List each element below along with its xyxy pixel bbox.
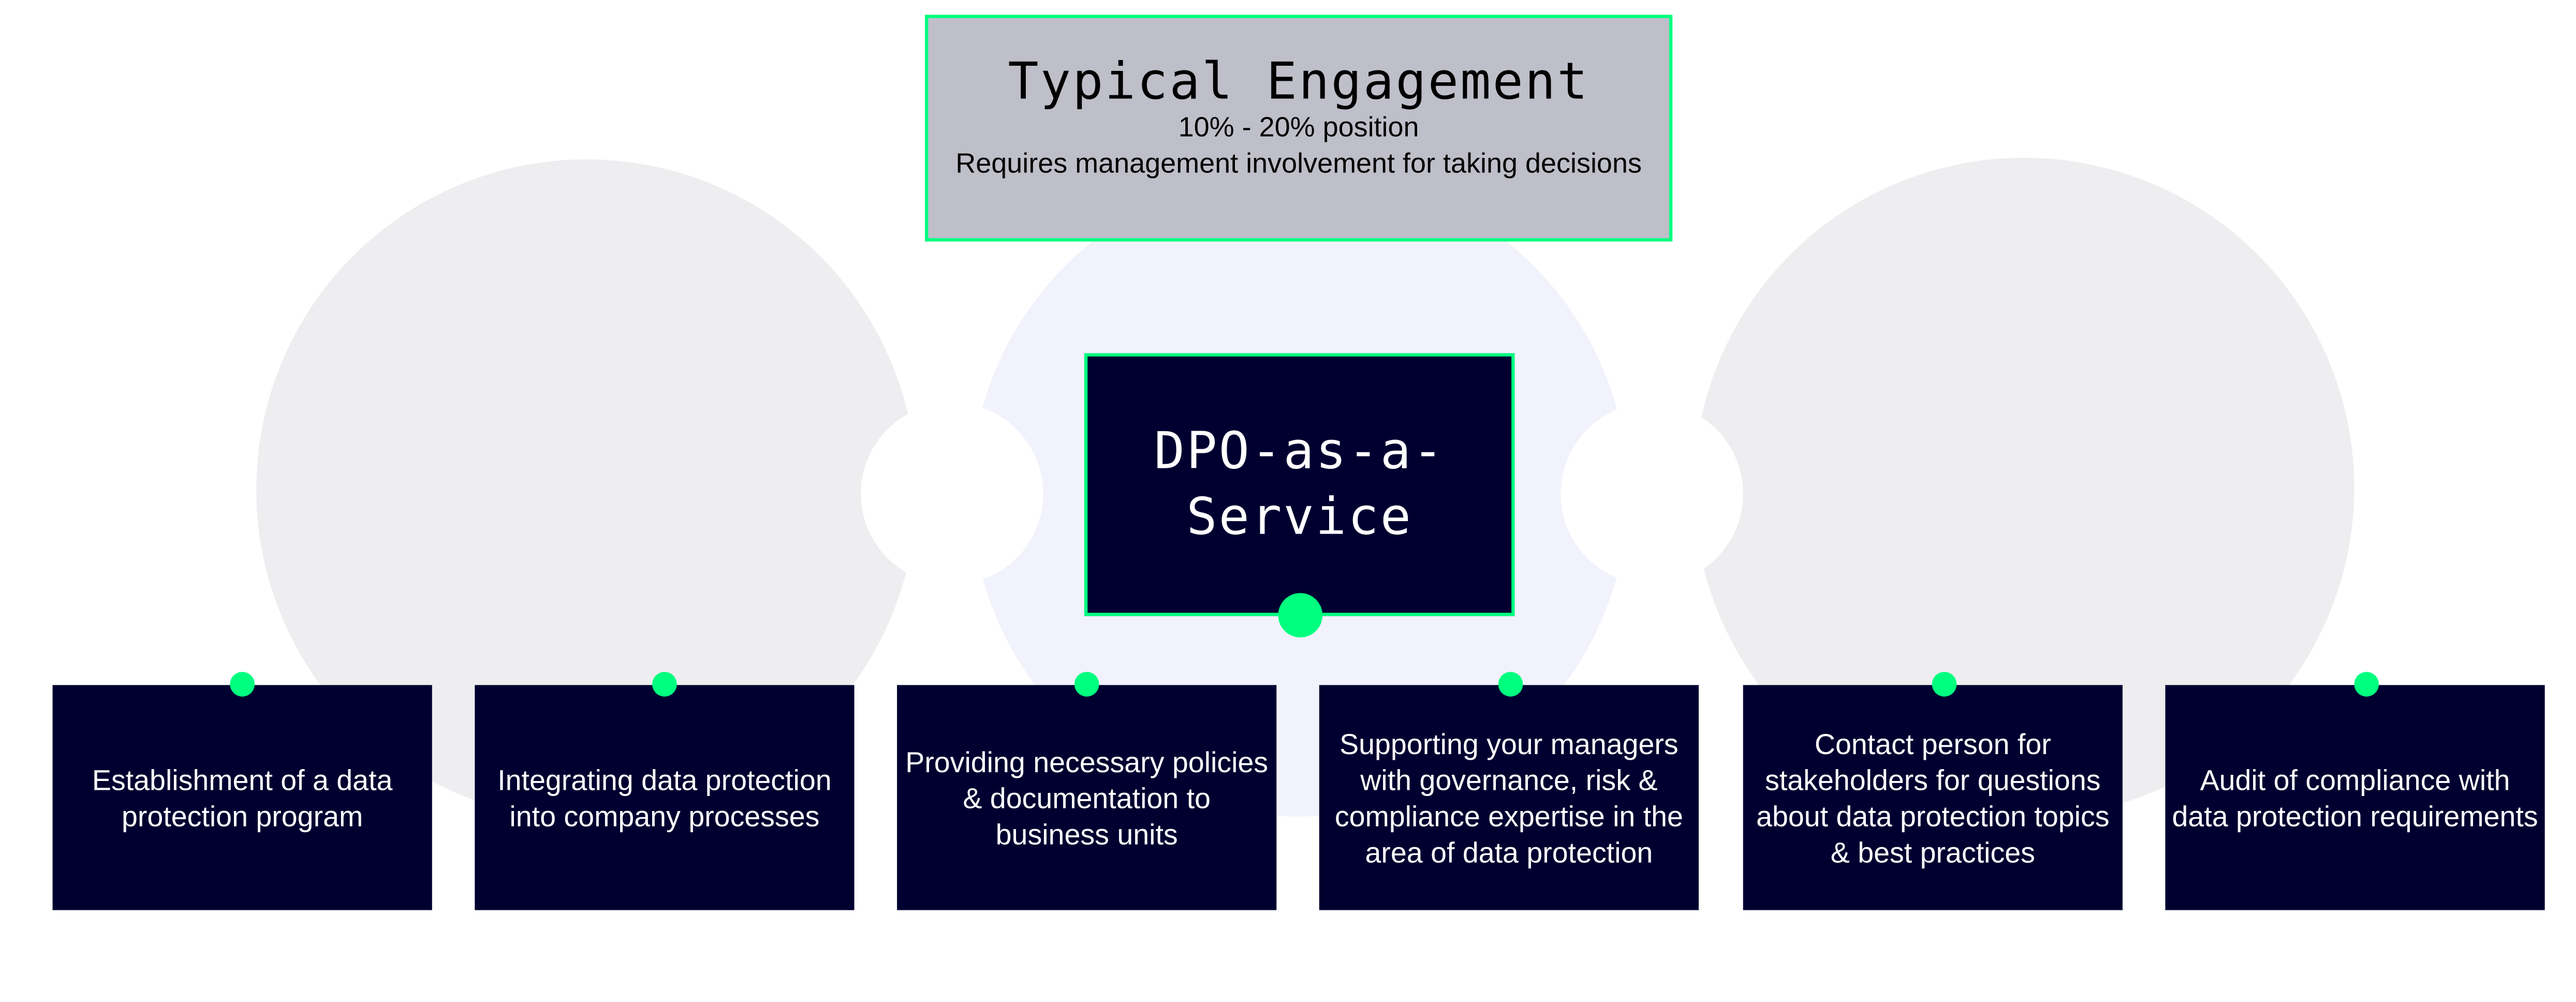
- connector-cutout-left: [861, 402, 1043, 585]
- card-connector-dot: [1074, 672, 1099, 697]
- service-card: Contact person for stakeholders for ques…: [1743, 685, 2123, 910]
- service-card-text: Contact person for stakeholders for ques…: [1756, 727, 2110, 868]
- service-card-text: Supporting your managers with governance…: [1334, 727, 1683, 868]
- dpo-service-box: DPO-as-a-Service: [1084, 353, 1515, 616]
- typical-engagement-box: Typical Engagement 10% - 20% position Re…: [925, 14, 1673, 242]
- service-card: Integrating data protection into company…: [475, 685, 855, 910]
- card-connector-dot: [2354, 672, 2379, 697]
- dpo-service-title: DPO-as-a-Service: [1154, 422, 1445, 547]
- service-card-text: Audit of compliance with data protection…: [2172, 763, 2538, 832]
- connector-cutout-right: [1561, 402, 1743, 585]
- engagement-requirement: Requires management involvement for taki…: [955, 148, 1642, 179]
- card-connector-dot: [652, 672, 677, 697]
- service-card: Providing necessary policies & documenta…: [897, 685, 1277, 910]
- center-connector-dot: [1278, 593, 1323, 638]
- service-card-text: Integrating data protection into company…: [497, 763, 832, 832]
- card-connector-dot: [230, 672, 255, 697]
- engagement-title: Typical Engagement: [1008, 52, 1589, 112]
- service-card-text: Establishment of a data protection progr…: [92, 763, 393, 832]
- engagement-position: 10% - 20% position: [1178, 111, 1419, 143]
- service-card: Establishment of a data protection progr…: [52, 685, 432, 910]
- service-card-text: Providing necessary policies & documenta…: [905, 745, 1269, 850]
- card-connector-dot: [1932, 672, 1957, 697]
- service-card: Audit of compliance with data protection…: [2165, 685, 2545, 910]
- service-card: Supporting your managers with governance…: [1319, 685, 1699, 910]
- card-connector-dot: [1498, 672, 1523, 697]
